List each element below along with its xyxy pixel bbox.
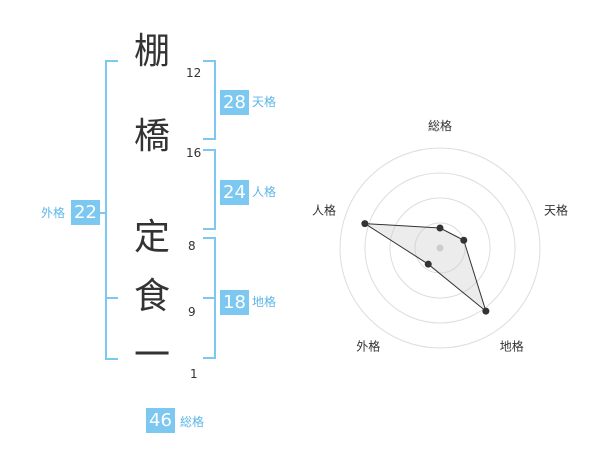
jinkaku-bracket-top [203, 149, 216, 151]
radar-point [482, 307, 490, 315]
gaikaku-bracket-bottom [105, 358, 118, 360]
radar-point [436, 224, 444, 232]
radar-grid-ring [389, 197, 491, 299]
given-char-3: 一 [133, 335, 170, 376]
radar-axis-label: 総格 [428, 118, 452, 133]
jinkaku-bracket-spine [214, 149, 216, 230]
gaikaku-bracket-top [105, 60, 118, 62]
surname-char-1: 棚 [133, 31, 170, 72]
tenkaku-value-badge: 28 [220, 90, 249, 115]
surname-char-1-strokes: 12 [186, 66, 202, 80]
soukaku-value-badge: 46 [146, 408, 175, 433]
surname-char-2: 橋 [133, 116, 170, 157]
gaikaku-label: 外格 [41, 206, 66, 220]
tenkaku-bracket-top [203, 60, 216, 62]
tenkaku-bracket-spine [214, 60, 216, 140]
jinkaku-label: 人格 [252, 185, 277, 199]
radar-grid-ring [339, 147, 541, 349]
chikaku-value-badge: 18 [220, 290, 249, 315]
radar-point [424, 260, 432, 268]
radar-center-point [436, 244, 444, 252]
gaikaku-connector [98, 212, 105, 214]
given-char-2: 食 [133, 276, 170, 317]
jinkaku-bracket-bottom [203, 228, 216, 230]
radar-axis-label: 外格 [356, 339, 380, 354]
gaikaku-value-badge: 22 [71, 200, 100, 225]
radar-series-area [362, 222, 487, 313]
given-char-3-strokes: 1 [190, 367, 198, 381]
radar-point [460, 236, 468, 244]
tenkaku-label: 天格 [252, 95, 277, 109]
surname-char-2-strokes: 16 [186, 146, 202, 160]
soukaku-label: 総格 [180, 415, 205, 429]
chikaku-bracket-divider [203, 297, 216, 299]
chikaku-label: 地格 [252, 295, 277, 309]
chikaku-bracket-top [203, 237, 216, 239]
radar-axis-label: 人格 [312, 202, 336, 217]
tenkaku-bracket-bottom [203, 138, 216, 140]
radar-axis-label: 地格 [500, 339, 524, 354]
radar-point [361, 220, 369, 228]
given-char-1: 定 [133, 217, 170, 258]
radar-grid-ring [414, 222, 466, 274]
gaikaku-bracket-divider [105, 297, 118, 299]
chikaku-bracket-bottom [203, 357, 216, 359]
radar-grid-ring [364, 172, 516, 324]
given-char-1-strokes: 8 [188, 239, 196, 253]
given-char-2-strokes: 9 [188, 305, 196, 319]
jinkaku-value-badge: 24 [220, 180, 249, 205]
radar-axis-label: 天格 [544, 202, 568, 217]
gaikaku-bracket-spine [105, 60, 107, 360]
